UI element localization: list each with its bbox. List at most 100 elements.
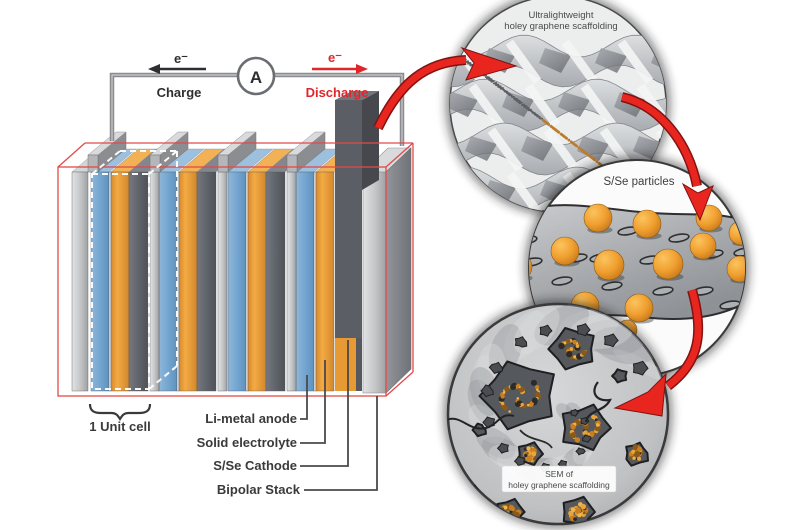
fin-cap bbox=[87, 154, 99, 173]
ribbon-slit bbox=[468, 83, 505, 128]
sem-small-pore bbox=[513, 456, 526, 467]
sse-cluster-particle bbox=[531, 451, 537, 457]
sse-cluster-particle bbox=[535, 391, 541, 397]
layer-electrolyte bbox=[313, 171, 317, 392]
sse-particle-sphere bbox=[652, 248, 684, 280]
leader-cathode bbox=[300, 340, 349, 467]
speckle-pore bbox=[486, 76, 491, 80]
sse-cluster-particle bbox=[526, 456, 533, 463]
separator-plate bbox=[149, 171, 160, 392]
sse-cluster-particle bbox=[532, 457, 536, 461]
speckle-pore bbox=[490, 80, 495, 83]
unit-cell-label: 1 Unit cell bbox=[89, 419, 150, 434]
layer-cathode bbox=[178, 171, 198, 392]
ribbon-twist-shade bbox=[484, 180, 516, 205]
sse-particle-sphere bbox=[593, 249, 625, 281]
sse-cluster-particle bbox=[502, 391, 506, 394]
leader-bipolar bbox=[304, 396, 378, 491]
speckle-pore bbox=[521, 104, 526, 107]
sse-cluster-particle bbox=[589, 430, 595, 437]
layer-bipolar-plate bbox=[196, 171, 217, 392]
speckle-particle bbox=[577, 146, 581, 150]
sem-small-pore bbox=[488, 361, 504, 374]
arrow-stack-to-scaffold bbox=[373, 46, 518, 131]
speckle-pore bbox=[503, 90, 509, 93]
sem-hole bbox=[471, 422, 487, 438]
fin-cap bbox=[217, 154, 229, 173]
stack-front-layers bbox=[71, 171, 335, 392]
speckle-particle bbox=[557, 130, 561, 134]
speckle-pore bbox=[506, 92, 511, 95]
particles-label: S/Se particles bbox=[604, 176, 675, 188]
separator-plate bbox=[286, 171, 297, 392]
layer-cathode bbox=[247, 171, 267, 392]
sse-cluster-particle bbox=[570, 432, 577, 439]
ribbon-slit bbox=[543, 127, 580, 172]
graphene-hole bbox=[601, 281, 623, 291]
label-bipolar-stack: Bipolar Stack bbox=[217, 482, 301, 497]
layer-bipolar-plate bbox=[265, 171, 286, 392]
ribbon-twist-shade bbox=[465, 136, 497, 161]
sse-cluster-particle bbox=[632, 444, 639, 451]
sphere-shadow bbox=[750, 306, 768, 311]
sse-cluster-particle bbox=[594, 425, 601, 432]
sse-particle-sphere bbox=[550, 236, 580, 266]
speckle-particle bbox=[552, 127, 556, 131]
sse-cluster-particle bbox=[530, 379, 537, 386]
ribbon-twist-shade bbox=[670, 92, 702, 117]
callout-particles: S/Se particles bbox=[525, 156, 768, 380]
ribbon-slit bbox=[487, 127, 524, 172]
speckle-pore bbox=[514, 98, 519, 101]
sse-cluster-particle bbox=[594, 418, 598, 422]
speckle-pore bbox=[488, 78, 493, 81]
sem-small-pore bbox=[514, 336, 528, 348]
speckle-particle bbox=[583, 150, 586, 154]
sse-cluster-particle bbox=[583, 430, 588, 435]
sse-cluster-particle bbox=[520, 402, 524, 407]
layer-cathode bbox=[315, 171, 335, 392]
ribbon-twist-shade bbox=[450, 92, 478, 117]
speckle-particle bbox=[555, 129, 558, 132]
sse-cluster-particle bbox=[509, 510, 513, 514]
sse-cluster-particle bbox=[631, 449, 636, 454]
sse-cluster-particle bbox=[581, 349, 587, 356]
sem-label-line2: holey graphene scaffolding bbox=[508, 480, 610, 490]
sse-cluster-particle bbox=[563, 341, 567, 345]
sem-label-line1: SEM of bbox=[545, 469, 574, 479]
sse-cluster-particle bbox=[531, 397, 538, 404]
sem-art bbox=[448, 304, 668, 524]
sse-cluster-particle bbox=[527, 403, 530, 407]
sse-cluster-particle bbox=[500, 394, 505, 399]
sse-cluster-particle bbox=[636, 456, 642, 461]
speckle-particle bbox=[580, 148, 584, 152]
sse-cluster-particle bbox=[516, 397, 520, 400]
layer-labels: Li-metal anode Solid electrolyte S/Se Ca… bbox=[197, 340, 378, 497]
sse-cluster-particle bbox=[569, 347, 574, 351]
speckle-particle bbox=[562, 135, 566, 138]
label-sse-cathode: S/Se Cathode bbox=[213, 458, 297, 473]
particles-art bbox=[529, 203, 768, 342]
speckle-pore bbox=[518, 101, 523, 105]
speckle-particle bbox=[567, 138, 571, 142]
sse-cluster-particle bbox=[510, 383, 517, 391]
layer-anode bbox=[90, 171, 110, 392]
sem-texture-patch bbox=[504, 310, 546, 361]
speckle-particle bbox=[585, 152, 589, 156]
fin-cap bbox=[149, 154, 161, 173]
label-li-metal-anode: Li-metal anode bbox=[205, 411, 297, 426]
flow-arrows bbox=[373, 46, 714, 417]
sse-cluster-particle bbox=[575, 344, 580, 348]
ribbon-slit bbox=[580, 83, 617, 128]
electron-charge-label: e⁻ bbox=[174, 51, 188, 66]
sse-cluster-particle bbox=[524, 453, 528, 458]
ribbon-slit bbox=[524, 83, 561, 128]
layer-anode bbox=[227, 171, 247, 392]
sse-cluster-particle bbox=[526, 446, 531, 451]
speckle-particle bbox=[590, 156, 594, 160]
end-plate-left bbox=[71, 171, 89, 392]
sem-small-pore bbox=[604, 333, 619, 348]
battery-stack: A e⁻ Charge e⁻ Discharge 1 Unit cell bbox=[57, 50, 414, 497]
speckle-pore bbox=[516, 100, 521, 103]
sse-cluster-particle bbox=[566, 350, 573, 358]
graphene-hole bbox=[668, 233, 690, 243]
